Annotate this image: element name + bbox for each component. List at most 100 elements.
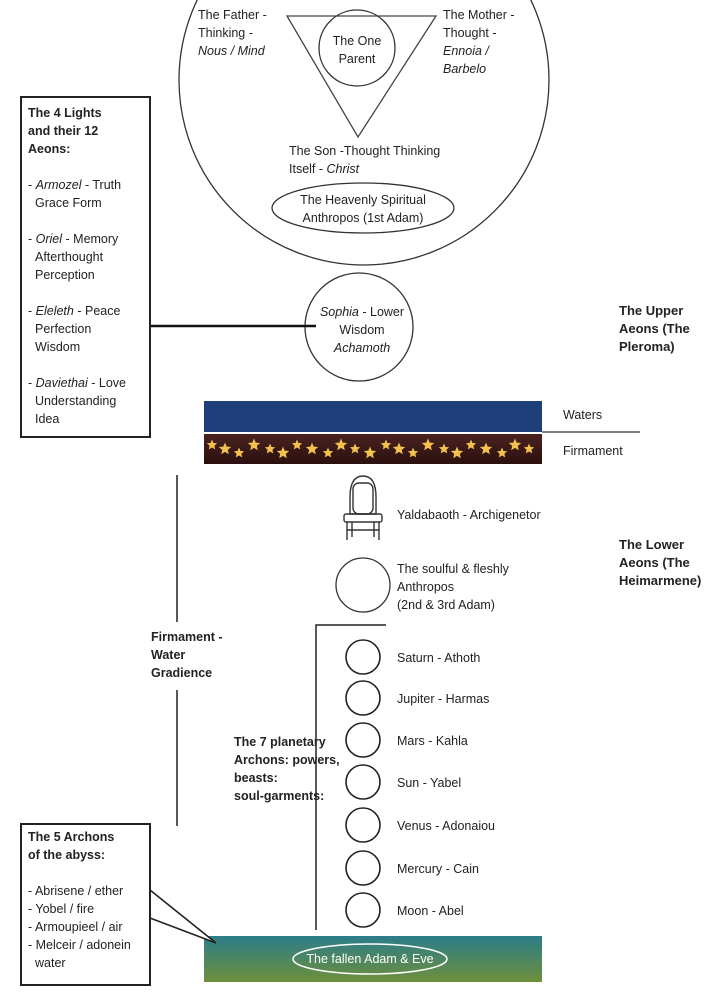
one-parent-line1: The One <box>332 34 382 48</box>
mother-line4: Barbelo <box>443 62 487 76</box>
light-name: Daviethai <box>35 376 88 390</box>
upper-aeons-line1: The Upper <box>619 303 684 318</box>
waters-bar <box>204 401 542 432</box>
star-icon <box>305 442 319 455</box>
one-parent-label: The One Parent <box>319 32 395 68</box>
lower-aeons-label: The Lower Aeons (The Heimarmene) <box>619 536 701 590</box>
star-icon <box>276 446 290 459</box>
planet-label-sun: Sun - Yabel <box>397 776 462 790</box>
light-rest1: - Love <box>87 376 126 390</box>
star-icon <box>363 446 377 459</box>
firmament-stars <box>206 438 535 459</box>
light-item-oriel: - Oriel - Memory Afterthought Perception <box>28 230 118 284</box>
light-rest1: - Memory <box>62 232 119 246</box>
light-rest3: Idea <box>35 412 60 426</box>
upper-aeons-label: The Upper Aeons (The Pleroma) <box>619 302 690 356</box>
archons7-label: The 7 planetary Archons: powers, beasts:… <box>234 733 340 805</box>
star-icon <box>508 438 522 451</box>
waters-label: Waters <box>563 408 603 422</box>
light-rest1: - Peace <box>73 304 121 318</box>
planet-label-saturn: Saturn - Athoth <box>397 651 481 665</box>
lights-title: The 4 Lights and their 12 Aeons: <box>28 104 102 158</box>
son-label: The Son -Thought Thinking Itself - Chris… <box>289 142 440 178</box>
gradience-line1: Firmament - <box>151 630 223 644</box>
anthropos-line1: The Heavenly Spiritual <box>300 193 426 207</box>
abyss-item: - Melceir / adonein <box>28 938 131 952</box>
abyss-item: water <box>35 956 66 970</box>
planet-label-mercury: Mercury - Cain <box>397 862 479 876</box>
abyss-list: - Abrisene / ether - Yobel / fire - Armo… <box>28 882 131 972</box>
archons7-line3: beasts: <box>234 771 278 785</box>
star-icon <box>233 447 245 458</box>
star-icon <box>334 438 348 451</box>
planet-label-jupiter: Jupiter - Harmas <box>397 692 490 706</box>
abyss-title-line1: The 5 Archons <box>28 830 115 844</box>
soulful-line3: (2nd & 3rd Adam) <box>397 598 495 612</box>
planet-circle <box>345 722 381 758</box>
son-line2a: Itself - <box>289 162 327 176</box>
sophia-line3: Achamoth <box>333 341 391 355</box>
throne-icon <box>343 475 383 540</box>
light-name: Oriel <box>35 232 63 246</box>
archons7-line1: The 7 planetary <box>234 735 326 749</box>
mother-line2: Thought - <box>443 26 497 40</box>
star-icon <box>465 439 477 450</box>
abyss-title: The 5 Archons of the abyss: <box>28 828 114 864</box>
archons7-line2: Archons: powers, <box>234 753 340 767</box>
light-item-eleleth: - Eleleth - Peace Perfection Wisdom <box>28 302 120 356</box>
anthropos-ellipse <box>271 182 455 234</box>
gradience-line3: Gradience <box>151 666 213 680</box>
light-item-armozel: - Armozel - Truth Grace Form <box>28 176 121 212</box>
soulful-label: The soulful & fleshly Anthropos (2nd & 3… <box>397 560 509 614</box>
planet-circle <box>345 850 381 886</box>
sophia-name: Sophia <box>319 305 359 319</box>
fallen-label: The fallen Adam & Eve <box>306 952 434 966</box>
mother-line1: The Mother - <box>443 8 515 22</box>
abyss-item: - Yobel / fire <box>28 902 95 916</box>
light-rest2: Perfection <box>35 322 92 336</box>
firmament-label: Firmament <box>563 444 623 458</box>
star-icon <box>264 443 276 454</box>
soulful-line1: The soulful & fleshly <box>397 562 509 576</box>
father-label: The Father - Thinking - Nous / Mind <box>198 6 267 60</box>
star-icon <box>247 438 261 451</box>
gradience-line2: Water <box>151 648 186 662</box>
abyss-item: - Armoupieel / air <box>28 920 123 934</box>
one-parent-circle <box>318 9 396 87</box>
abyss-title-line2: of the abyss: <box>28 848 106 862</box>
soulful-line2: Anthropos <box>397 580 454 594</box>
sophia-rest: - Lower <box>358 305 405 319</box>
pleroma-circle <box>178 0 550 266</box>
light-rest2: Understanding <box>35 394 117 408</box>
lights-title-line1: The 4 Lights <box>28 106 102 120</box>
lights-title-line3: Aeons: <box>28 142 71 156</box>
planet-label-moon: Moon - Abel <box>397 904 464 918</box>
star-icon <box>421 438 435 451</box>
star-icon <box>291 439 303 450</box>
light-dash: - <box>28 376 36 390</box>
star-icon <box>438 443 450 454</box>
star-icon <box>450 446 464 459</box>
sophia-label: Sophia - Lower Wisdom Achamoth <box>312 303 412 357</box>
abyss-box <box>20 823 151 986</box>
abyss-pointer <box>149 889 217 944</box>
anthropos-label: The Heavenly Spiritual Anthropos (1st Ad… <box>282 191 444 227</box>
lights-title-line2: and their 12 <box>28 124 99 138</box>
archons7-line4: soul-garments: <box>234 789 325 803</box>
fallen-ellipse <box>292 943 448 975</box>
light-rest2: Afterthought <box>35 250 104 264</box>
planet-label-venus: Venus - Adonaiou <box>397 819 495 833</box>
planet-circle <box>345 639 381 675</box>
yaldabaoth-label: Yaldabaoth - Archigenetor <box>397 508 541 522</box>
upper-aeons-line3: Pleroma) <box>619 339 675 354</box>
light-rest3: Wisdom <box>35 340 81 354</box>
father-line3: Nous / Mind <box>198 44 265 58</box>
light-dash: - <box>28 178 36 192</box>
light-name: Eleleth <box>35 304 74 318</box>
mother-line3: Ennoia / <box>443 44 489 58</box>
planet-circle <box>345 807 381 843</box>
star-icon <box>392 442 406 455</box>
firmament-bar <box>204 434 542 464</box>
four-lights-box <box>20 96 151 438</box>
